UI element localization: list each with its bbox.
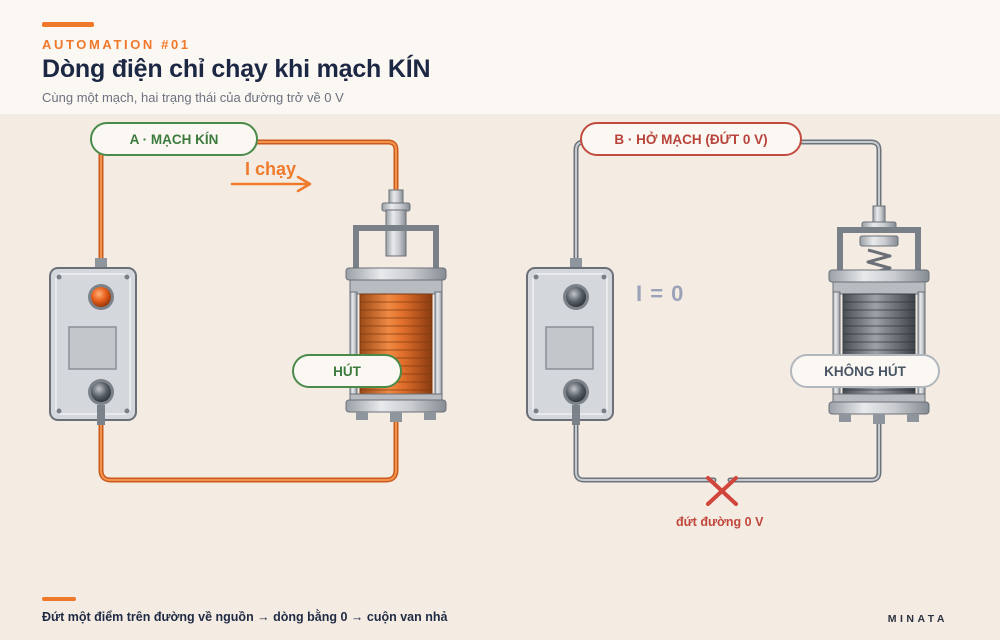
terminal-icon [91,382,111,402]
coil-state-badge-b: KHÔNG HÚT [790,354,940,388]
eyebrow: AUTOMATION #01 [42,37,191,52]
closed-circuit-label: A · MẠCH KÍN [90,122,258,156]
current-flow-label: I chạy [245,159,297,179]
footer-caption: Đứt một điểm trên đường về nguồn → dòng … [42,610,448,624]
zero-current-label: I = 0 [636,281,685,306]
break-cross-icon [706,476,738,506]
page-title: Dòng điện chỉ chạy khi mạch KÍN [42,55,431,83]
header-accent-bar [42,22,94,27]
terminal-icon [566,382,586,402]
indicator-lamp-off-icon [566,287,586,307]
switch-box-a [49,258,137,425]
open-circuit-label: B · HỞ MẠCH (ĐỨT 0 V) [580,122,802,156]
solenoid-a [345,189,447,422]
footer-accent-bar [42,597,76,601]
coil-state-badge-a: HÚT [292,354,402,388]
solenoid-b [828,205,930,424]
switch-box-b [526,258,614,425]
indicator-lamp-on-icon [91,287,111,307]
brand-logo: MINATA [887,613,948,625]
header: AUTOMATION #01 Dòng điện chỉ chạy khi mạ… [0,0,1000,114]
page-subtitle: Cùng một mạch, hai trạng thái của đường … [42,90,344,105]
flow-arrow-icon [230,175,312,193]
break-label: đứt đường 0 V [676,515,764,529]
